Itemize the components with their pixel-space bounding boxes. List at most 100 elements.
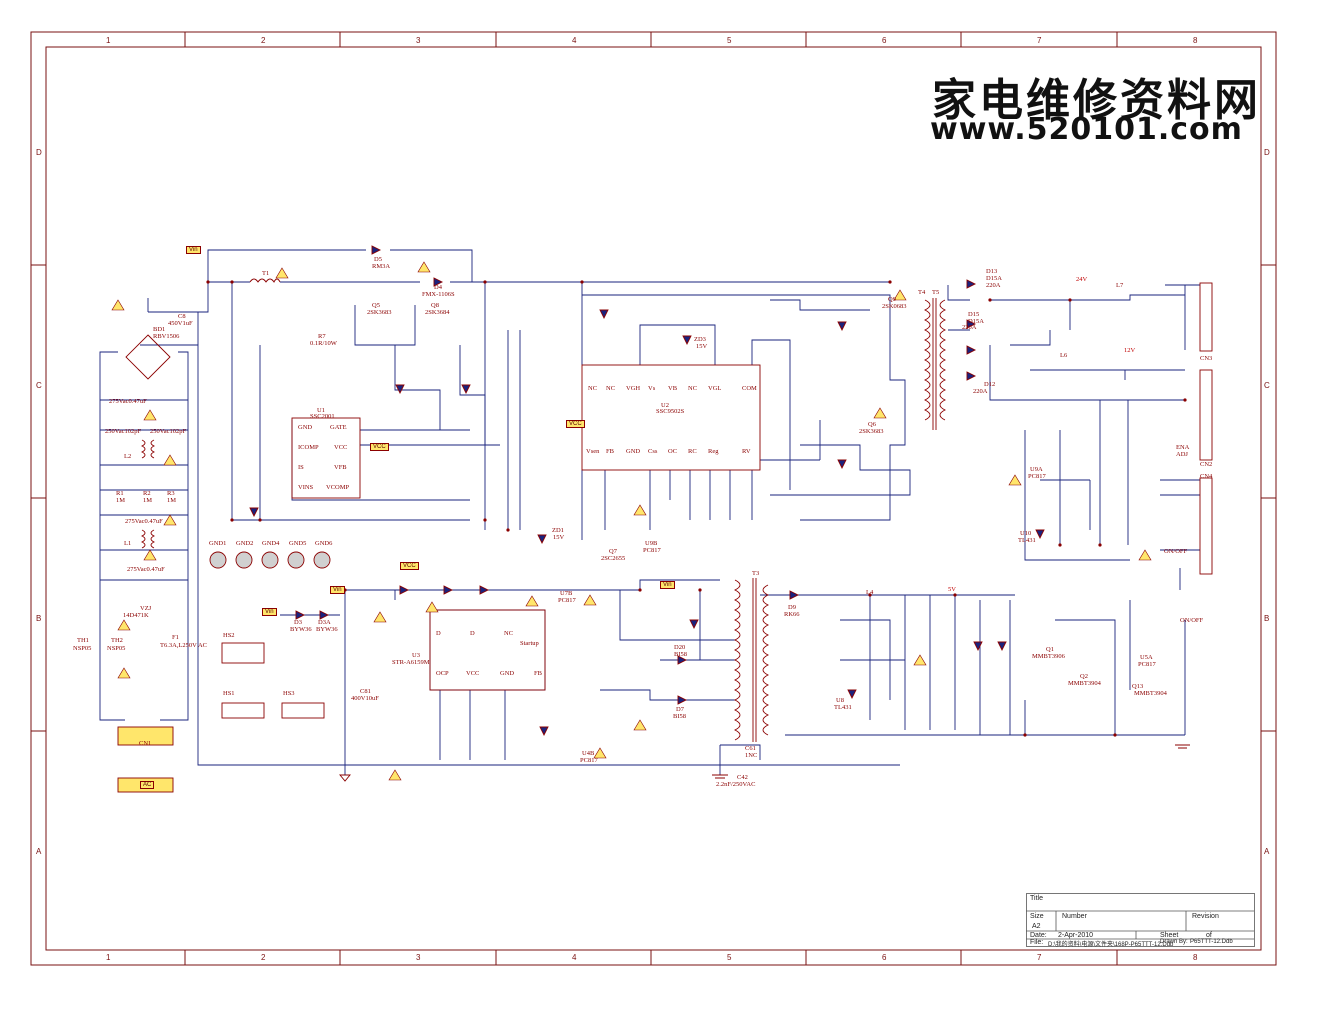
tb-number-label: Number xyxy=(1062,913,1087,920)
r2-value: 1M xyxy=(143,497,153,504)
components xyxy=(117,245,1213,793)
u9a-value: PC817 xyxy=(1028,473,1046,480)
u1-pin-icomp: ICOMP xyxy=(298,444,319,451)
u2-ic xyxy=(581,364,761,471)
gnd5-label: GND5 xyxy=(289,540,307,547)
u5a-value: PC817 xyxy=(1138,661,1156,668)
u3-pin-d2: D xyxy=(470,630,475,637)
c8-label: C8 xyxy=(178,313,186,320)
d13-rating: 220A xyxy=(986,282,1001,289)
c4-label: 275Vac0.47uF xyxy=(125,518,163,525)
u2-pin-8: COM xyxy=(742,385,757,392)
u5a-ref: U5A xyxy=(1140,654,1153,661)
zd1-ref: ZD1 xyxy=(552,527,564,534)
inner-border xyxy=(45,46,1262,951)
cn1-ref: CN1 xyxy=(139,740,152,747)
r3-value: 1M xyxy=(167,497,177,504)
u3-pin-ocp: OCP xyxy=(436,670,449,677)
d15-value: D15A xyxy=(968,318,984,325)
zone-row-d-right: D xyxy=(1264,148,1270,157)
vin-flag-1: Vin xyxy=(186,246,201,254)
ena-label: ENA xyxy=(1176,444,1190,451)
d13-ref: D13 xyxy=(986,268,998,275)
t1-label: T1 xyxy=(262,270,270,277)
q7-ref: Q7 xyxy=(609,548,617,555)
u3-pin-vcc: VCC xyxy=(466,670,480,677)
tb-title-label: Title xyxy=(1030,895,1043,902)
rail-5v: 5V xyxy=(948,586,956,593)
zone-row-c-right: C xyxy=(1264,381,1270,390)
zone-row-c-left: C xyxy=(36,381,42,390)
gnd1-label: GND1 xyxy=(209,540,227,547)
l1-label: L1 xyxy=(124,540,132,547)
vzj-value: 14D471K xyxy=(123,612,149,619)
zone-col-8-top: 8 xyxy=(1193,36,1198,45)
th1-ref: TH1 xyxy=(77,637,89,644)
q13-ref: Q13 xyxy=(1132,683,1144,690)
d20-ref: D20 xyxy=(674,644,686,651)
t3-label: T3 xyxy=(752,570,760,577)
u2-pin-11: GND xyxy=(626,448,641,455)
bridge-rectifier xyxy=(125,334,171,380)
u1-ic xyxy=(291,417,361,499)
c6-label: 275Vac0.47uF xyxy=(109,398,147,405)
q1-ref: Q1 xyxy=(1046,646,1054,653)
tb-drawn-value: P65TTT-12.Ddb xyxy=(1190,939,1233,945)
vcc-flag-1: VCC xyxy=(370,443,389,451)
r2-label: R2 xyxy=(143,490,151,497)
u3-pin-gnd: GND xyxy=(500,670,515,677)
junction-dots xyxy=(206,280,1187,737)
u2-pin-6: NC xyxy=(688,385,698,392)
zd1-value: 15V xyxy=(553,534,565,541)
q6-ref: Q6 xyxy=(868,421,876,428)
title-block xyxy=(1026,893,1255,947)
th1-value: NSP05 xyxy=(73,645,92,652)
u3-pin-nc: NC xyxy=(504,630,514,637)
d15-rating: 220A xyxy=(962,324,977,331)
q2-value: MMBT3904 xyxy=(1068,680,1101,687)
d5-value: RM3A xyxy=(372,263,391,270)
u2-pin-15: Reg xyxy=(708,448,719,455)
l6-label: L6 xyxy=(1060,352,1068,359)
u4b-value: PC817 xyxy=(580,757,598,764)
cn2-label: CN2 xyxy=(1200,461,1213,468)
cn3-label: CN3 xyxy=(1200,355,1213,362)
t5-label: T5 xyxy=(932,289,940,296)
zd3-value: 15V xyxy=(696,343,708,350)
zone-col-2-bottom: 2 xyxy=(261,953,266,962)
tb-file-label: File: xyxy=(1030,939,1044,946)
c61-ref: C61 xyxy=(745,745,756,752)
u9a-ref: U9A xyxy=(1030,466,1043,473)
vcc-flag-2: VCC xyxy=(400,562,419,570)
u4b-ref: U4B xyxy=(582,750,595,757)
ac-flag: AC xyxy=(140,781,155,789)
tb-sheet-label: Sheet xyxy=(1160,932,1179,939)
q8-ref: Q8 xyxy=(431,302,439,309)
r1-label: R1 xyxy=(116,490,124,497)
d4-value: FMX-1106S xyxy=(422,291,455,298)
rail-24v: 24V xyxy=(1076,276,1088,283)
r7-value: 0.1R/10W xyxy=(310,340,337,347)
bd1-ref: BD1 xyxy=(153,326,166,333)
l7-label: L7 xyxy=(1116,282,1124,289)
u1-value: SSC2001 xyxy=(310,413,335,420)
u7b-value: PC817 xyxy=(558,597,576,604)
u3-pin-fb: FB xyxy=(534,670,542,677)
vcc-flag-3: VCC xyxy=(566,420,585,428)
tb-size-value: A2 xyxy=(1032,923,1041,930)
d3a-ref: D3A xyxy=(318,619,331,626)
d13-value: D15A xyxy=(986,275,1002,282)
outer-border xyxy=(30,31,1277,966)
c5-label: 250Vac102pF xyxy=(150,428,187,435)
zone-row-d-left: D xyxy=(36,148,42,157)
u9b-ref: U9B xyxy=(645,540,658,547)
u2-pin-12: Css xyxy=(648,448,658,455)
u2-pin-9: Vsen xyxy=(586,448,600,455)
u1-pin-gate: GATE xyxy=(330,424,347,431)
r1-value: 1M xyxy=(116,497,126,504)
u10-ref: U10 xyxy=(1020,530,1032,537)
d20-value: BI58 xyxy=(674,651,687,658)
u2-pin-2: NC xyxy=(606,385,616,392)
zone-col-4-bottom: 4 xyxy=(572,953,577,962)
